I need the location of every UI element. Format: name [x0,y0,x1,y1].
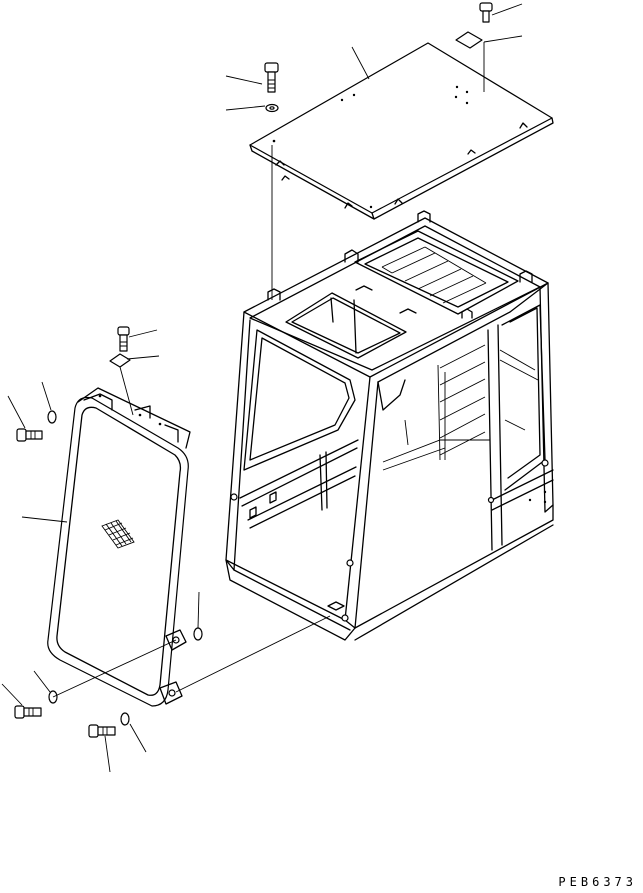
panel-bolt[interactable] [118,327,129,351]
panel-bolt[interactable] [17,429,42,441]
panel-bolt[interactable] [15,706,41,718]
panel-bolt[interactable] [89,725,115,737]
cover-bolt[interactable] [265,63,278,92]
top-cover-plate[interactable] [250,43,553,219]
leader-lines [2,4,522,772]
side-window-panel[interactable] [48,388,190,706]
panel-washer[interactable] [194,628,202,640]
panel-washer[interactable] [48,411,56,423]
cover-washer[interactable] [266,105,278,112]
panel-washer[interactable] [121,713,129,725]
cover-tag[interactable] [456,32,482,48]
drawing-code: PEB6373 [558,875,637,889]
cover-bolt[interactable] [480,3,492,22]
panel-tag[interactable] [110,354,130,367]
cab-frame[interactable] [226,211,553,640]
